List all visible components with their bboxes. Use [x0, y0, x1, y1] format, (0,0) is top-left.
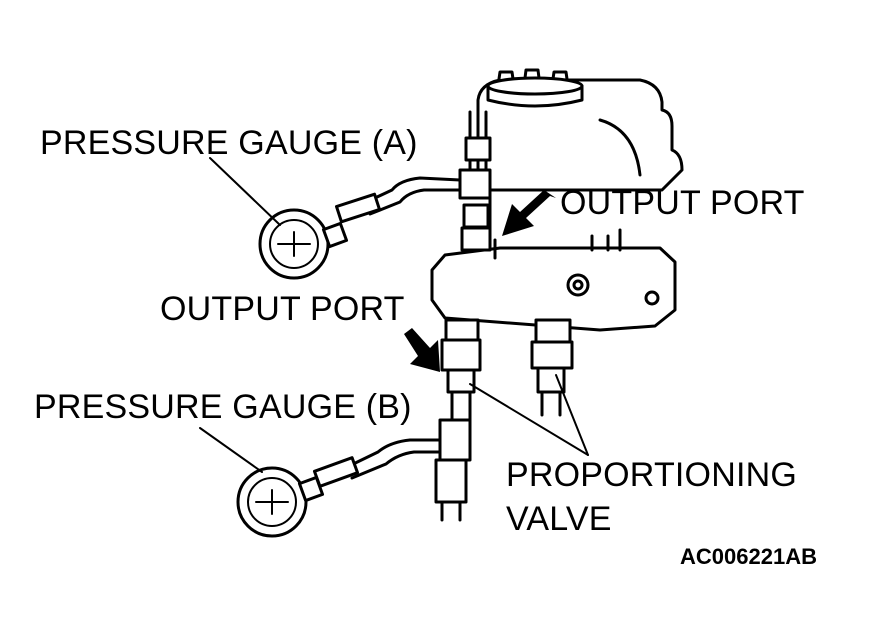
label-pressure-gauge-a: PRESSURE GAUGE (A) [40, 124, 418, 162]
reservoir-cap [486, 68, 584, 108]
right-proportioning-valve [530, 318, 574, 417]
arrow-output-port-left [404, 328, 440, 372]
figure-code: AC006221AB [680, 544, 817, 569]
label-proportioning-valve-line1: PROPORTIONING [506, 456, 798, 494]
label-pressure-gauge-b: PRESSURE GAUGE (B) [34, 388, 412, 426]
lower-brake-line-b [312, 318, 482, 522]
label-proportioning-valve-line2: VALVE [506, 500, 612, 538]
leader-line-gauge-b [199, 427, 263, 473]
pressure-gauge-a [258, 208, 349, 280]
master-cylinder-body [430, 228, 677, 332]
pressure-gauge-b [236, 466, 325, 538]
leader-line-proportioning-right [555, 374, 589, 456]
label-output-port-right: OUTPUT PORT [560, 184, 805, 222]
label-output-port-left: OUTPUT PORT [160, 290, 405, 328]
leader-line-proportioning-left [469, 383, 589, 456]
leader-line-gauge-a [209, 157, 281, 226]
arrow-output-port-right [502, 190, 556, 236]
upper-brake-line-a [335, 110, 492, 252]
